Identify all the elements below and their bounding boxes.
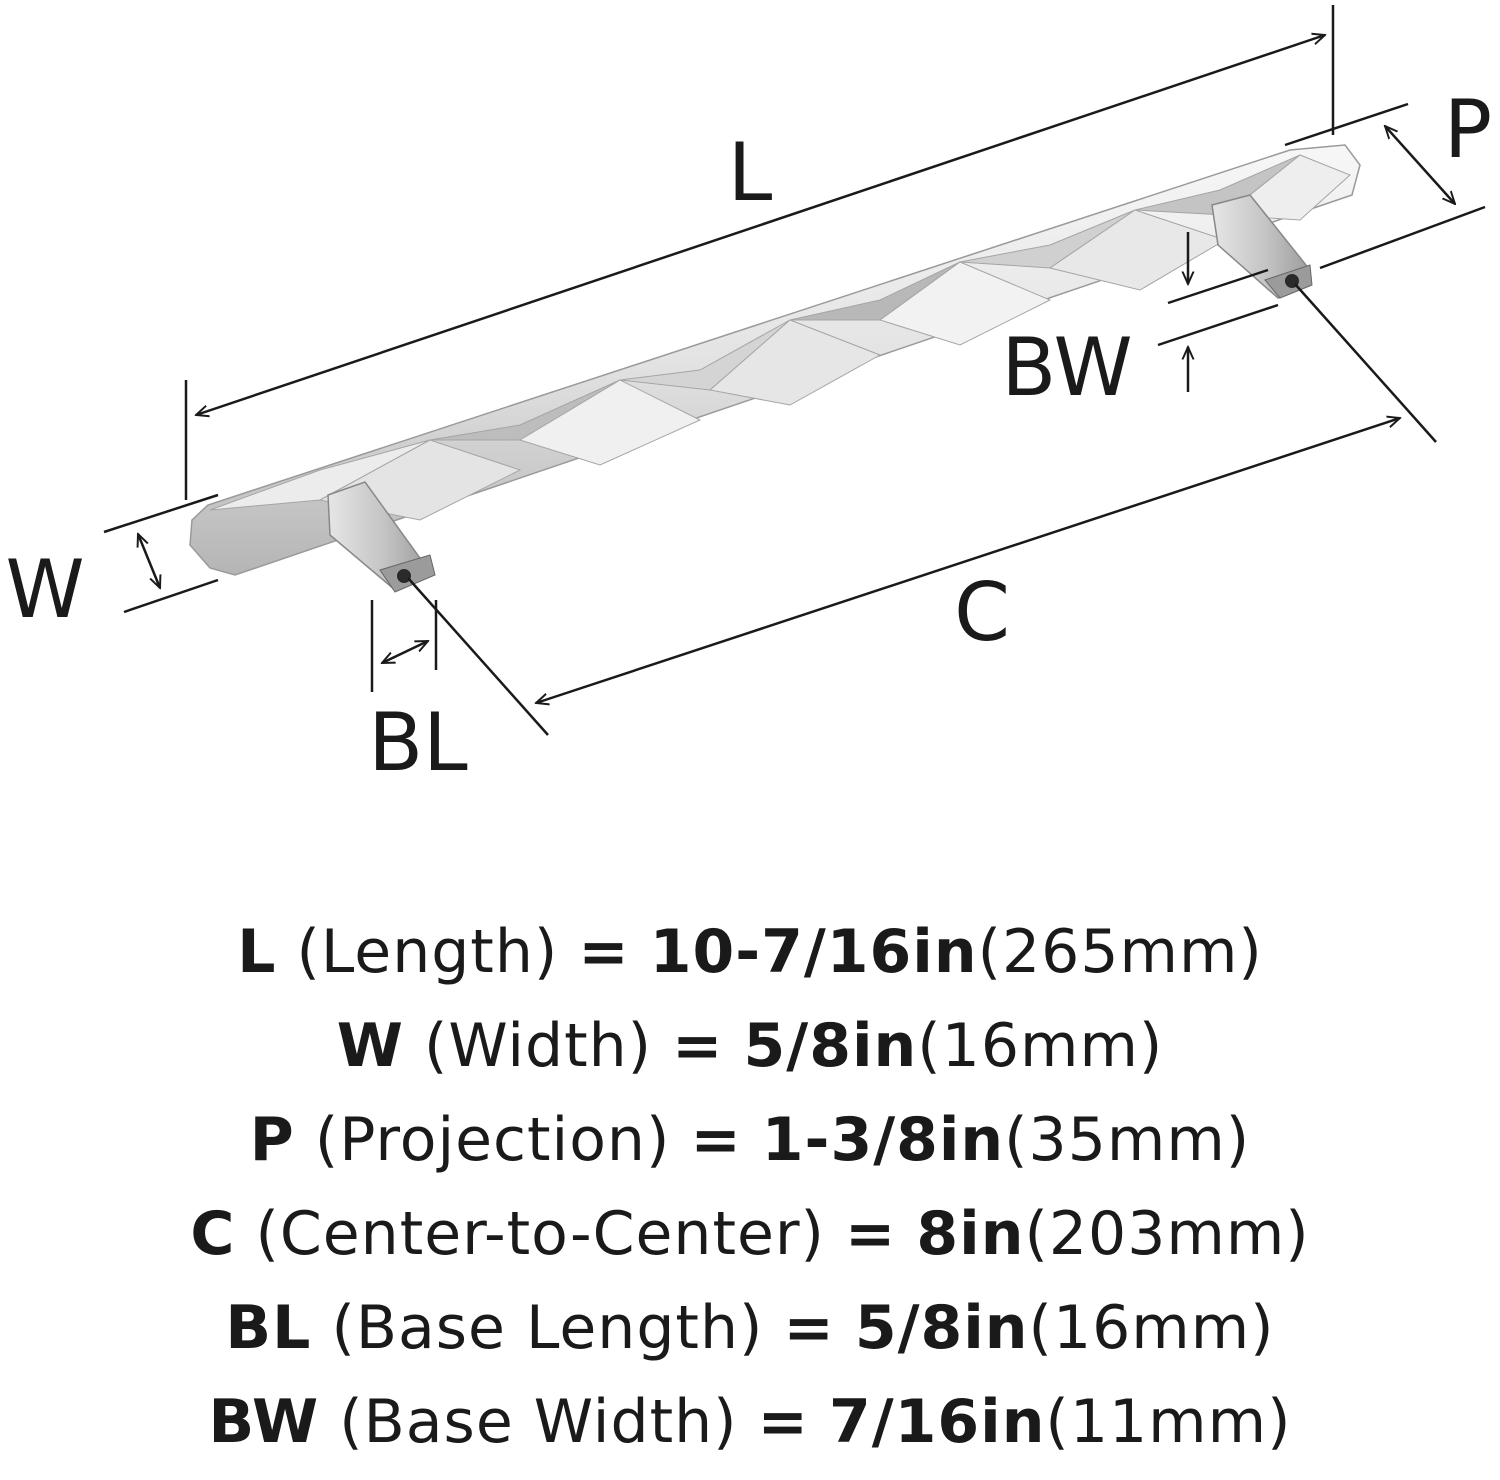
label-P: P	[1444, 83, 1492, 176]
spec-row-base-width: BW (Base Width) = 7/16in(11mm)	[0, 1375, 1500, 1469]
label-W: W	[5, 543, 84, 636]
dim-P-line	[1385, 126, 1455, 204]
label-C: C	[954, 566, 1010, 659]
spec-eq: =	[757, 1387, 809, 1457]
dim-P-extension-top	[1284, 102, 1409, 147]
spec-value: 8in	[916, 1199, 1025, 1269]
dim-BW-extension-top	[1167, 268, 1269, 305]
handle-dimension-diagram: L W BL C P BW	[5, 5, 1492, 789]
spec-metric: (265mm)	[977, 917, 1263, 987]
spec-value: 1-3/8in	[761, 1105, 1005, 1175]
dim-BW-extension-bottom	[1157, 303, 1279, 347]
spec-metric: (203mm)	[1024, 1199, 1310, 1269]
spec-abbr: L	[237, 917, 277, 987]
dim-W-extension-bottom	[123, 578, 219, 614]
spec-abbr: C	[190, 1199, 236, 1269]
label-BW: BW	[1001, 321, 1132, 414]
spec-desc: (Base Length)	[331, 1293, 764, 1363]
spec-abbr: W	[336, 1011, 404, 1081]
spec-desc: (Length)	[296, 917, 559, 987]
spec-row-base-length: BL (Base Length) = 5/8in(16mm)	[0, 1281, 1500, 1375]
spec-abbr: BW	[208, 1387, 320, 1457]
spec-value: 7/16in	[828, 1387, 1046, 1457]
left-base-post	[327, 481, 436, 593]
label-BL: BL	[368, 696, 468, 789]
spec-metric: (11mm)	[1045, 1387, 1292, 1457]
spec-eq: =	[578, 917, 630, 987]
dimension-specs: L (Length) = 10-7/16in(265mm) W (Width) …	[0, 905, 1500, 1469]
dim-P-extension-bottom	[1319, 205, 1486, 270]
spec-desc: (Width)	[423, 1011, 653, 1081]
dim-BL-line	[382, 639, 428, 665]
spec-metric: (16mm)	[917, 1011, 1164, 1081]
spec-abbr: P	[249, 1105, 295, 1175]
spec-value: 5/8in	[743, 1011, 918, 1081]
spec-value: 5/8in	[854, 1293, 1029, 1363]
spec-row-width: W (Width) = 5/8in(16mm)	[0, 999, 1500, 1093]
label-L: L	[728, 126, 773, 219]
spec-eq: =	[845, 1199, 897, 1269]
spec-desc: (Base Width)	[339, 1387, 738, 1457]
dim-C-extension-left	[407, 577, 549, 736]
spec-abbr: BL	[225, 1293, 312, 1363]
dimension-lines	[103, 5, 1486, 736]
spec-row-projection: P (Projection) = 1-3/8in(35mm)	[0, 1093, 1500, 1187]
spec-row-center-to-center: C (Center-to-Center) = 8in(203mm)	[0, 1187, 1500, 1281]
dim-L-line	[196, 35, 1325, 415]
dim-C-line	[536, 418, 1400, 703]
dim-W-line	[138, 534, 160, 588]
spec-row-length: L (Length) = 10-7/16in(265mm)	[0, 905, 1500, 999]
spec-desc: (Center-to-Center)	[255, 1199, 825, 1269]
dim-C-extension-right	[1294, 283, 1437, 443]
spec-metric: (16mm)	[1028, 1293, 1275, 1363]
spec-eq: =	[672, 1011, 724, 1081]
spec-eq: =	[690, 1105, 742, 1175]
spec-desc: (Projection)	[314, 1105, 671, 1175]
spec-value: 10-7/16in	[649, 917, 978, 987]
dim-W-extension-top	[103, 493, 219, 534]
spec-metric: (35mm)	[1004, 1105, 1251, 1175]
spec-eq: =	[783, 1293, 835, 1363]
